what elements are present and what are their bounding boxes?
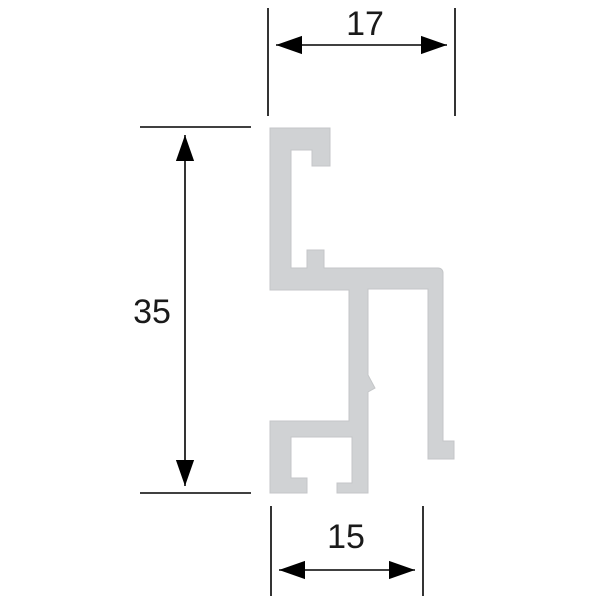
profile-section bbox=[269, 127, 455, 494]
dim-label-top: 17 bbox=[346, 5, 384, 43]
dim-label-height: 35 bbox=[133, 293, 171, 331]
dim-label-bottom: 15 bbox=[327, 518, 365, 556]
